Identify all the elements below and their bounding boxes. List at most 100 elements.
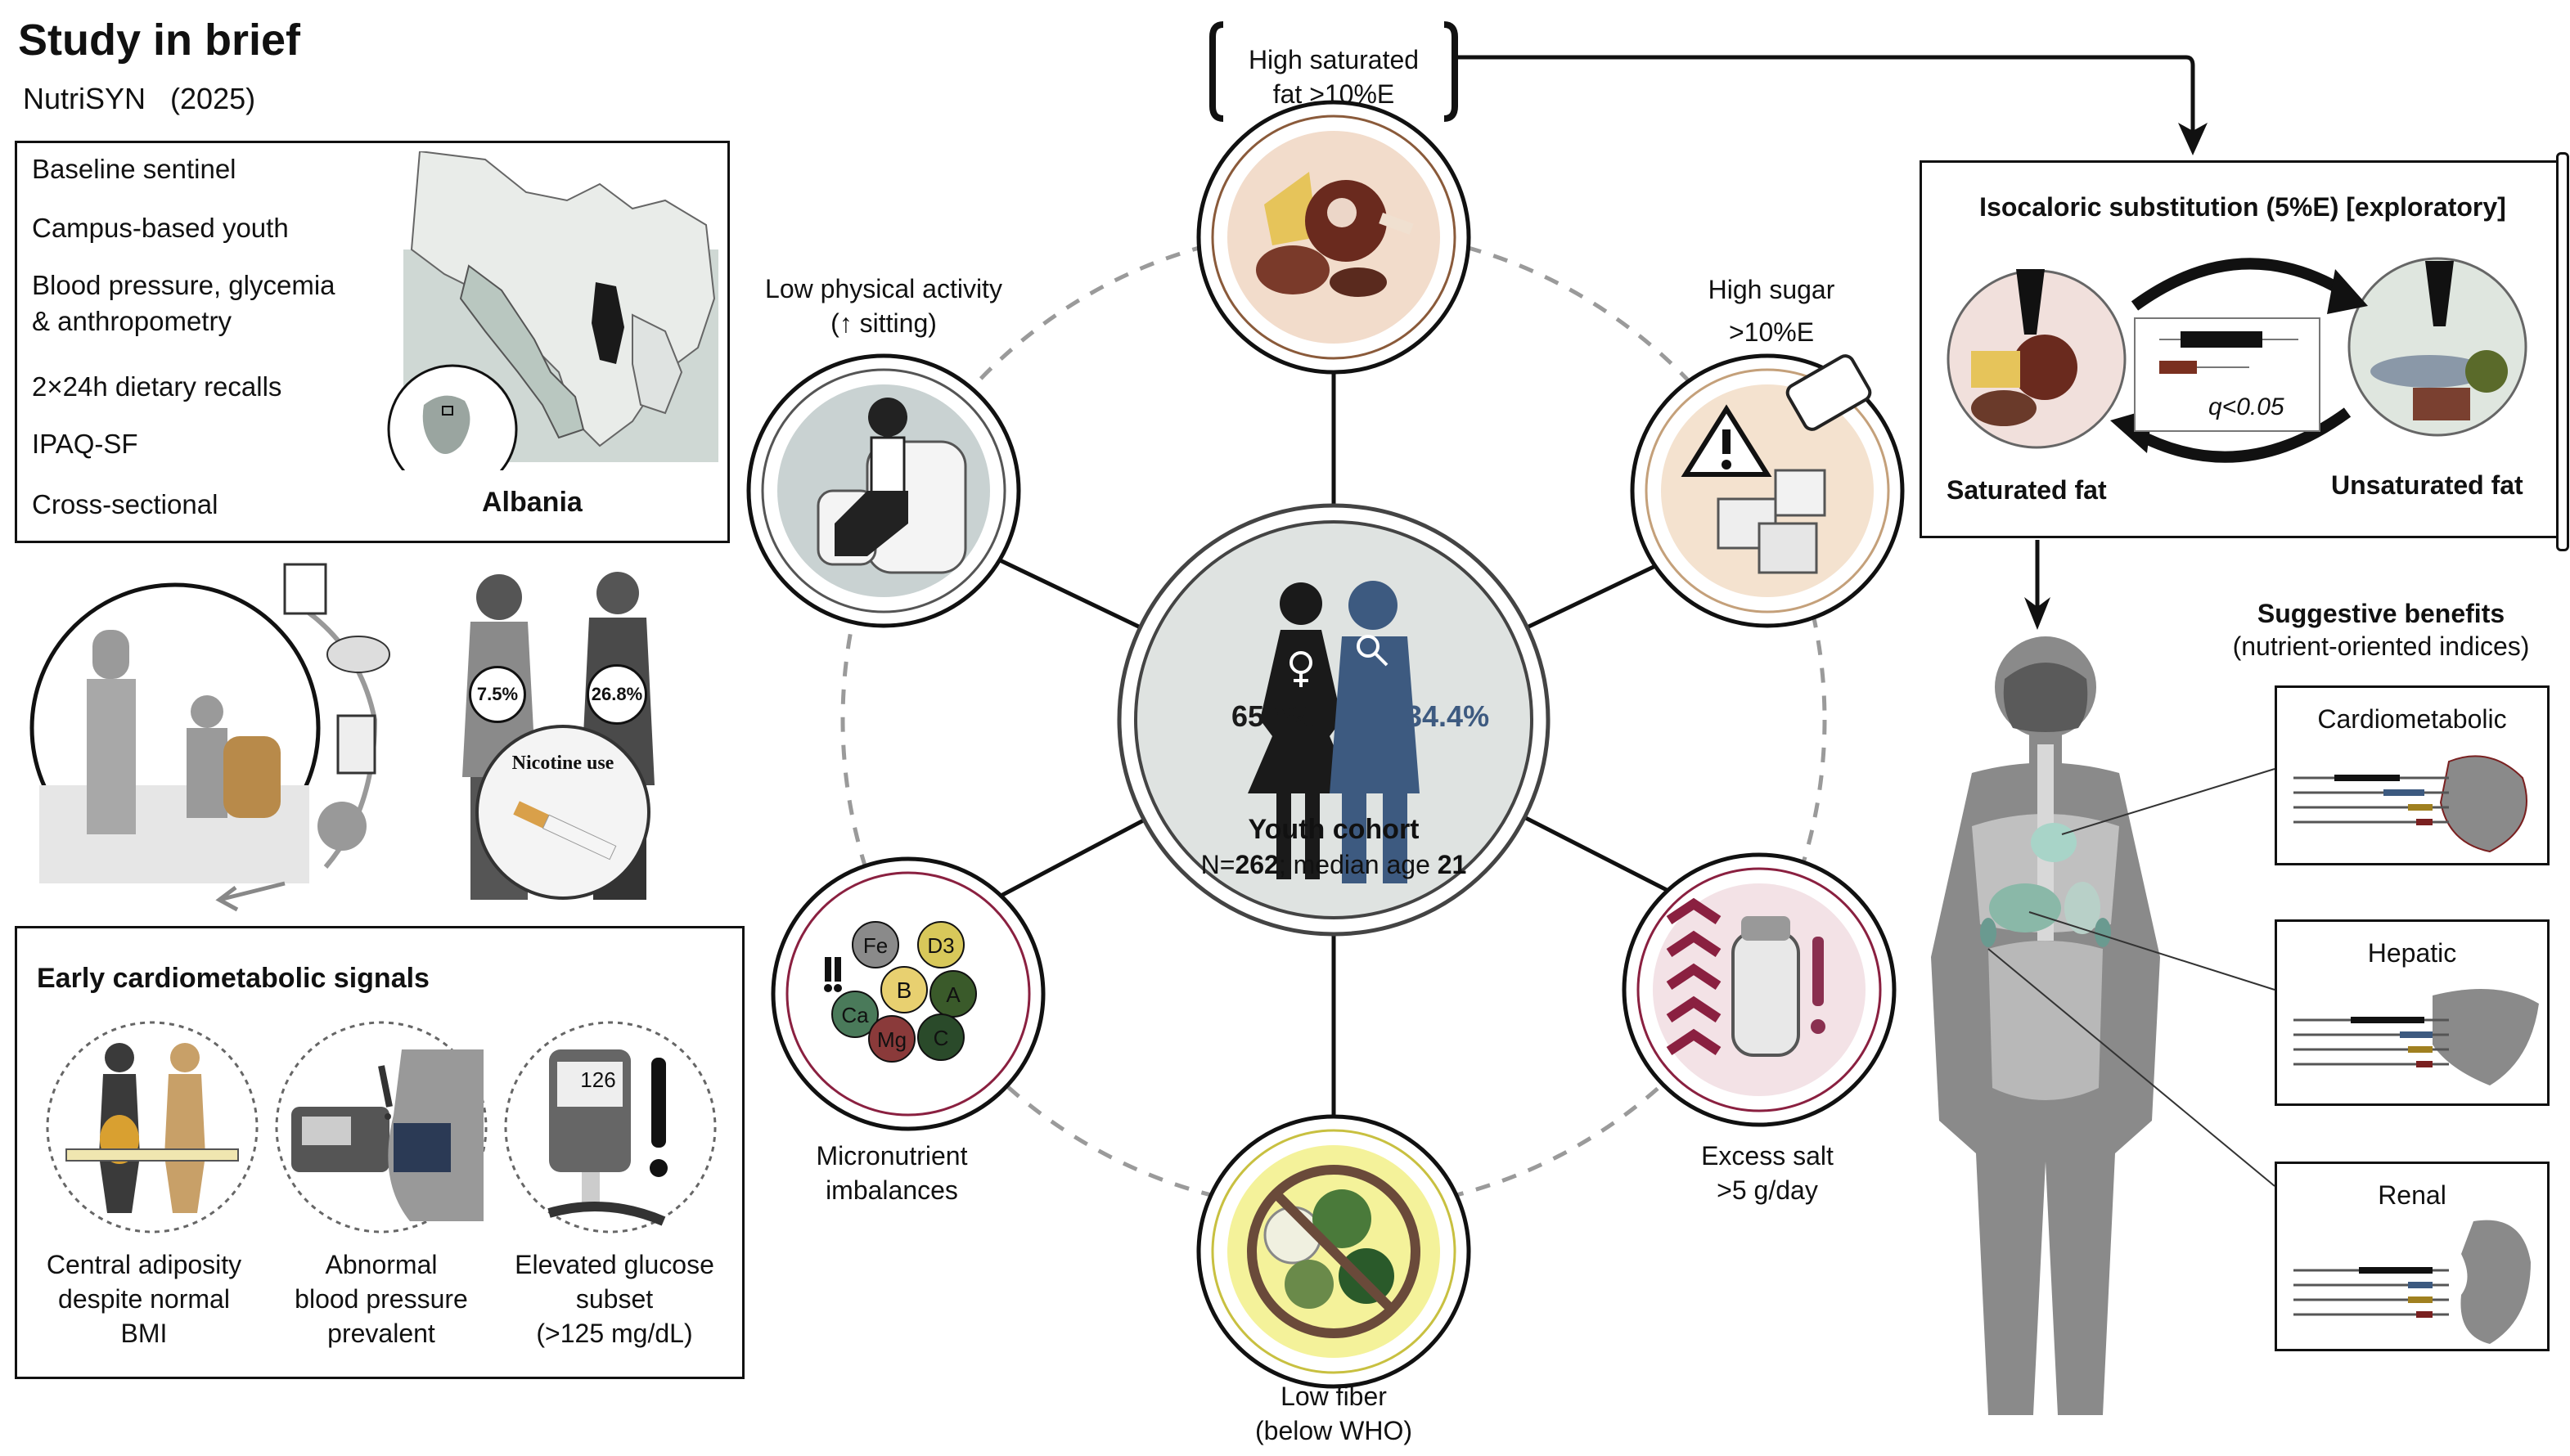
page-title: Study in brief	[18, 16, 301, 65]
design-item: Blood pressure, glycemia	[32, 270, 335, 300]
factor-line: High sugar	[1708, 275, 1835, 304]
benefit-panel-renal: Renal	[2275, 1162, 2550, 1351]
design-item: Campus-based youth	[32, 213, 289, 243]
nicotine-scene: 7.5% 26.8% Nicotine use	[446, 564, 675, 908]
substitution-box: Isocaloric substitution (5%E) [explorato…	[1920, 160, 2566, 538]
albania-map	[387, 151, 718, 470]
sugar-label: High sugar >10%E	[1661, 268, 1882, 353]
blood-pressure-icon	[275, 1021, 488, 1234]
micro-fe: Fe	[863, 933, 888, 958]
fiber-node	[1196, 1114, 1471, 1389]
hub-male-pct: 34.4%	[1406, 699, 1489, 733]
glucose-meter-icon	[504, 1021, 717, 1234]
design-item: Baseline sentinel	[32, 154, 236, 184]
nicotine-label: Nicotine use	[511, 753, 614, 774]
hub-n-prefix: N=	[1201, 850, 1235, 879]
adiposity-icon	[46, 1021, 259, 1234]
benefits-title: Suggestive benefits	[2257, 599, 2505, 628]
bracket-left	[1209, 21, 1224, 122]
signal-line: prevalent	[327, 1319, 435, 1348]
signals-title: Early cardiometabolic signals	[37, 963, 430, 994]
map-label: Albania	[482, 487, 583, 518]
factor-line: Micronutrient	[816, 1141, 968, 1171]
benefit-label: Cardiometabolic	[2317, 704, 2507, 734]
design-item: Cross-sectional	[32, 489, 218, 519]
hub-age-value: 21	[1438, 850, 1467, 879]
factor-line: (below WHO)	[1254, 1416, 1412, 1445]
glucose-display: 126	[580, 1067, 616, 1092]
factor-line: >5 g/day	[1717, 1175, 1818, 1205]
study-year: (2025)	[170, 82, 256, 115]
factor-line: >10%E	[1728, 317, 1815, 347]
factor-line: (↑ sitting)	[830, 308, 937, 338]
nicotine-circle: Nicotine use	[475, 725, 650, 900]
unsaturated-fat-label: Unsaturated fat	[2331, 470, 2523, 500]
scroll-cap	[2556, 152, 2569, 551]
study-name: NutriSYN (2025)	[23, 82, 255, 116]
micro-a: A	[946, 982, 961, 1007]
design-item: & anthropometry	[32, 306, 232, 336]
factor-line: Low physical activity	[765, 274, 1002, 303]
study-design-box: Baseline sentinel Campus-based youth Blo…	[15, 141, 730, 543]
hub-female-pct: 65.6%	[1231, 699, 1315, 733]
study-name-label: NutriSYN	[23, 82, 146, 115]
renal-bars	[2293, 1220, 2531, 1344]
activity-node	[746, 353, 1021, 628]
micronutrient-circles	[831, 921, 977, 1063]
benefit-label: Hepatic	[2367, 938, 2457, 968]
hepatic-bars	[2293, 989, 2539, 1085]
hub-cohort-stats: N=262; median age 21	[1201, 850, 1467, 879]
benefit-panel-cardiometabolic: Cardiometabolic	[2275, 685, 2550, 865]
micro-alert-icon	[824, 957, 842, 992]
signal-label-adiposity: Central adiposity despite normal BMI	[17, 1247, 271, 1350]
signals-box: Early cardiometabolic signals 126 Centra…	[15, 926, 745, 1379]
signal-line: (>125 mg/dL)	[536, 1319, 693, 1348]
female-nicotine-badge: 7.5%	[469, 666, 526, 723]
male-nicotine-badge: 26.8%	[587, 664, 647, 725]
micro-mg: Mg	[877, 1027, 907, 1052]
body-figure	[1931, 636, 2160, 1415]
fiber-label: Low fiber (below WHO)	[1211, 1379, 1456, 1448]
signal-line: Central adiposity	[46, 1250, 242, 1279]
substitution-title: Isocaloric substitution (5%E) [explorato…	[1979, 192, 2506, 222]
design-item: IPAQ-SF	[32, 429, 138, 459]
micro-b: B	[897, 977, 912, 1003]
hub-age-prefix: ; median age	[1279, 850, 1438, 879]
salt-node	[1622, 852, 1897, 1127]
factor-line: Low fiber	[1280, 1382, 1387, 1411]
arrow-to-body	[2024, 540, 2050, 630]
signal-line: despite normal	[58, 1284, 230, 1314]
substitution-graphic	[1947, 257, 2527, 463]
design-item: 2×24h dietary recalls	[32, 371, 282, 402]
signal-line: Abnormal	[325, 1250, 438, 1279]
hub-title: Youth cohort	[1249, 814, 1420, 845]
factor-line: fat >10%E	[1272, 79, 1395, 109]
benefit-panel-hepatic: Hepatic	[2275, 919, 2550, 1106]
factor-line: imbalances	[826, 1175, 958, 1205]
sat-fat-label: High saturated fat >10%E	[1211, 43, 1456, 111]
factor-line: Excess salt	[1701, 1141, 1834, 1171]
micro-ca: Ca	[841, 1003, 869, 1027]
activity-label: Low physical activity (↑ sitting)	[745, 272, 1023, 340]
benefit-label: Renal	[2378, 1180, 2446, 1210]
q-value: q<0.05	[2208, 393, 2284, 420]
signal-label-glucose: Elevated glucose subset (>125 mg/dL)	[492, 1247, 737, 1350]
signal-line: Elevated glucose	[515, 1250, 714, 1279]
salt-label: Excess salt >5 g/day	[1645, 1139, 1890, 1207]
cigarette-icon	[513, 801, 617, 861]
signal-line: blood pressure	[295, 1284, 468, 1314]
micro-c: C	[934, 1026, 949, 1050]
hub-n-value: 262	[1235, 850, 1278, 879]
male-figure-icon	[1330, 581, 1420, 883]
arrow-head	[2178, 123, 2208, 155]
sat-fat-node	[1196, 100, 1471, 375]
cardio-bars	[2293, 755, 2527, 853]
benefits-subtitle: (nutrient-oriented indices)	[2232, 631, 2530, 661]
sugar-node	[1630, 353, 1905, 628]
factor-line: High saturated	[1248, 45, 1420, 74]
micro-d3: D3	[927, 933, 954, 958]
arrow-to-substitution	[1456, 55, 2195, 143]
leader-lines	[1987, 768, 2275, 1187]
bracket-right	[1443, 21, 1458, 122]
